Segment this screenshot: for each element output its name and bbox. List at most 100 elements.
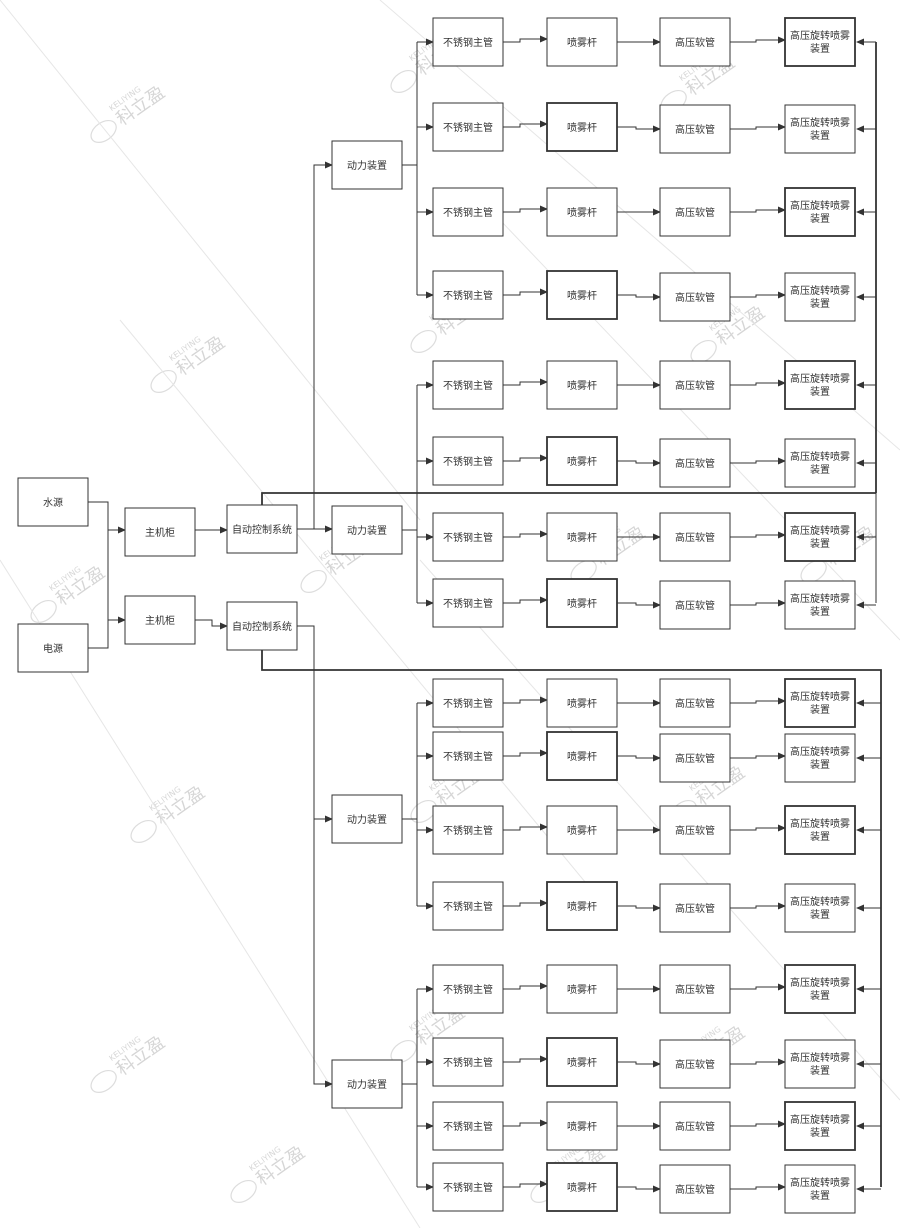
connector xyxy=(617,459,661,467)
auto-control-bottom-box xyxy=(226,601,298,651)
hose-3-4-label: 高压软管 xyxy=(675,902,715,915)
connector xyxy=(617,1185,661,1193)
main-pipe-2-1-box xyxy=(432,360,504,410)
hose-3-1: 高压软管 xyxy=(659,678,731,728)
rotary-device-2-3-label-2: 装置 xyxy=(810,537,830,550)
connector xyxy=(503,1055,548,1063)
hose-1-1-label: 高压软管 xyxy=(675,36,715,49)
rotary-device-2-1-label-2: 装置 xyxy=(810,385,830,398)
spray-bar-3-3: 喷雾杆 xyxy=(546,805,618,855)
hose-3-2-box xyxy=(659,733,731,783)
main-pipe-4-2-label: 不锈钢主管 xyxy=(443,1056,493,1069)
connector xyxy=(195,619,228,630)
hose-3-1-box xyxy=(659,678,731,728)
main-pipe-1-4: 不锈钢主管 xyxy=(432,270,504,320)
power-unit-3: 动力装置 xyxy=(331,794,403,844)
spray-bar-1-3: 喷雾杆 xyxy=(546,187,618,237)
main-pipe-4-3-box xyxy=(432,1101,504,1151)
main-pipe-3-2: 不锈钢主管 xyxy=(432,731,504,781)
spray-bar-3-4: 喷雾杆 xyxy=(546,881,618,931)
connector xyxy=(617,125,661,133)
hose-3-2-label: 高压软管 xyxy=(675,752,715,765)
power-unit-2-label: 动力装置 xyxy=(347,524,387,537)
connector xyxy=(261,650,882,1187)
connector xyxy=(261,492,876,505)
hose-3-2: 高压软管 xyxy=(659,733,731,783)
main-pipe-2-2-label: 不锈钢主管 xyxy=(443,455,493,468)
connector-layer xyxy=(88,35,882,1193)
main-pipe-4-1-box xyxy=(432,964,504,1014)
rotary-device-2-2-box xyxy=(784,438,856,488)
connector xyxy=(503,982,548,990)
power-unit-1: 动力装置 xyxy=(331,140,403,190)
connector xyxy=(617,293,661,301)
hose-3-3-label: 高压软管 xyxy=(675,824,715,837)
hose-1-2-label: 高压软管 xyxy=(675,123,715,136)
hose-1-1: 高压软管 xyxy=(659,17,731,67)
spray-bar-2-2-box xyxy=(546,436,618,486)
rotary-device-3-4-box xyxy=(784,883,856,933)
spray-bar-4-4-label: 喷雾杆 xyxy=(567,1182,597,1194)
main-pipe-3-1-box xyxy=(432,678,504,728)
power-source-box xyxy=(17,623,89,673)
spray-bar-4-1: 喷雾杆 xyxy=(546,964,618,1014)
hose-3-3: 高压软管 xyxy=(659,805,731,855)
rotary-device-1-2-label-1: 高压旋转喷雾 xyxy=(790,116,850,129)
auto-control-bottom-label: 自动控制系统 xyxy=(232,620,292,633)
auto-control-top: 自动控制系统 xyxy=(226,504,298,554)
rotary-device-3-3-label-2: 装置 xyxy=(810,830,830,843)
main-pipe-3-1: 不锈钢主管 xyxy=(432,678,504,728)
spray-bar-4-3: 喷雾杆 xyxy=(546,1101,618,1151)
main-pipe-4-4-label: 不锈钢主管 xyxy=(443,1181,493,1194)
power-source: 电源 xyxy=(17,623,89,673)
watermark-line xyxy=(119,319,601,901)
hose-4-4: 高压软管 xyxy=(659,1164,731,1214)
connector xyxy=(730,531,786,539)
connector xyxy=(730,599,786,607)
rotary-device-1-2-label-2: 装置 xyxy=(810,129,830,142)
hose-4-1-box xyxy=(659,964,731,1014)
rotary-device-1-4-box xyxy=(784,272,856,322)
connector xyxy=(730,457,786,465)
rotary-device-4-4-box xyxy=(784,1164,856,1214)
hose-4-2-label: 高压软管 xyxy=(675,1058,715,1071)
rotary-device-3-2-label-1: 高压旋转喷雾 xyxy=(790,745,850,758)
main-pipe-3-3-box xyxy=(432,805,504,855)
main-pipe-4-1: 不锈钢主管 xyxy=(432,964,504,1014)
rotary-device-2-2-label-1: 高压旋转喷雾 xyxy=(790,450,850,463)
auto-control-bottom: 自动控制系统 xyxy=(226,601,298,651)
connector xyxy=(297,161,333,530)
main-pipe-2-1: 不锈钢主管 xyxy=(432,360,504,410)
power-unit-3-label: 动力装置 xyxy=(347,813,387,826)
rotary-device-3-4-label-2: 装置 xyxy=(810,908,830,921)
hose-1-2: 高压软管 xyxy=(659,104,731,154)
spray-bar-3-2-box xyxy=(546,731,618,781)
rotary-device-2-1-label-1: 高压旋转喷雾 xyxy=(790,372,850,385)
main-pipe-2-3-label: 不锈钢主管 xyxy=(443,531,493,544)
spray-bar-2-2: 喷雾杆 xyxy=(546,436,618,486)
rotary-device-4-4-label-1: 高压旋转喷雾 xyxy=(790,1176,850,1189)
spray-bar-3-2-label: 喷雾杆 xyxy=(567,751,597,763)
spray-bar-3-3-label: 喷雾杆 xyxy=(567,825,597,837)
hose-1-2-box xyxy=(659,104,731,154)
hose-1-4-label: 高压软管 xyxy=(675,291,715,304)
hose-2-2: 高压软管 xyxy=(659,438,731,488)
hose-2-1-label: 高压软管 xyxy=(675,379,715,392)
spray-bar-1-3-label: 喷雾杆 xyxy=(567,207,597,219)
spray-bar-4-1-label: 喷雾杆 xyxy=(567,984,597,996)
hose-3-1-label: 高压软管 xyxy=(675,697,715,710)
connector xyxy=(297,625,333,1088)
hose-4-3-label: 高压软管 xyxy=(675,1120,715,1133)
power-unit-3-box xyxy=(331,794,403,844)
connector xyxy=(730,123,786,131)
rotary-device-2-3-label-1: 高压旋转喷雾 xyxy=(790,524,850,537)
spray-bar-2-1-box xyxy=(546,360,618,410)
rotary-device-4-1-label-1: 高压旋转喷雾 xyxy=(790,976,850,989)
spray-bar-1-2-box xyxy=(546,102,618,152)
